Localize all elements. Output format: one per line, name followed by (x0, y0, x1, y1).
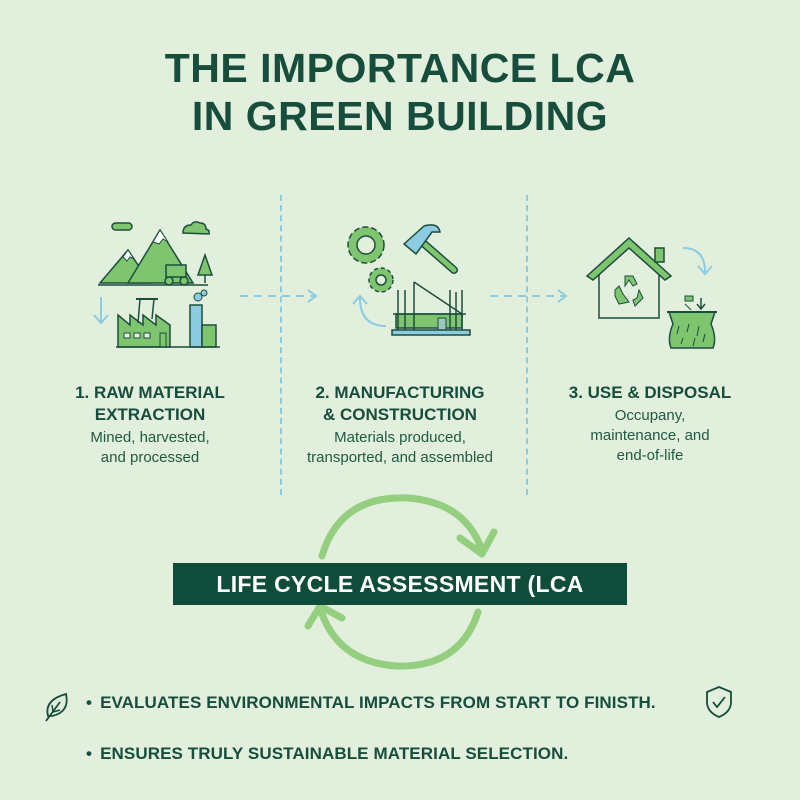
flow-arrow-2-icon (490, 289, 568, 303)
gears-hammer-construction-icon (347, 224, 471, 336)
shield-check-icon (706, 686, 732, 718)
step-2-description: Materials produced, transported, and ass… (287, 428, 513, 468)
leaf-icon (45, 692, 68, 722)
flow-arrow-1-icon (240, 289, 318, 303)
step-1-title: 1. RAW MATERIAL EXTRACTION (40, 382, 260, 426)
step-1-title-line-1: 1. RAW MATERIAL (75, 383, 225, 402)
title-line-1: THE IMPORTANCE LCA (164, 45, 636, 91)
bullet-dot: • (86, 744, 93, 763)
step-2-desc-line-2: transported, and assembled (307, 449, 493, 466)
bullet-2-text: ENSURES TRULY SUSTAINABLE MATERIAL SELEC… (100, 744, 569, 763)
lca-banner: LIFE CYCLE ASSESSMENT (LCA (173, 563, 627, 605)
step-1-description: Mined, harvested, and processed (40, 428, 260, 468)
step-1-desc-line-2: and processed (100, 449, 200, 466)
bullet-item-2: • ENSURES TRULY SUSTAINABLE MATERIAL SELE… (86, 743, 568, 765)
mountain-factory-icon (93, 221, 220, 348)
page-title: THE IMPORTANCE LCA IN GREEN BUILDING (0, 44, 800, 140)
step-2-title: 2. MANUFACTURING & CONSTRUCTION (287, 382, 513, 426)
bullet-dot: • (86, 693, 93, 712)
step-3-title: 3. USE & DISPOSAL (540, 382, 760, 404)
house-recycle-disposal-icon (585, 236, 717, 349)
step-1-desc-line-1: Mined, harvested, (90, 429, 210, 446)
divider-2 (526, 195, 528, 495)
bullet-1-text: EVALUATES ENVIRONMENTAL IMPACTS FROM STA… (100, 693, 656, 712)
step-1-title-line-2: EXTRACTION (94, 405, 206, 424)
step-2-title-line-1: 2. MANUFACTURING (315, 383, 485, 402)
divider-1 (280, 195, 282, 495)
step-3-title-line-1: 3. USE & DISPOSAL (568, 383, 732, 402)
step-2-desc-line-1: Materials produced, (334, 429, 466, 446)
step-2-title-line-2: & CONSTRUCTION (323, 405, 477, 424)
step-3-desc-line-2: maintenance, and (590, 427, 710, 444)
step-3-desc-line-1: Occupany, (614, 407, 686, 424)
step-3-description: Occupany, maintenance, and end-of-life (540, 406, 760, 466)
bullet-item-1: • EVALUATES ENVIRONMENTAL IMPACTS FROM ST… (86, 692, 656, 714)
cycle-arrows-icon (304, 494, 498, 670)
title-line-2: IN GREEN BUILDING (191, 93, 609, 139)
step-3-desc-line-3: end-of-life (616, 447, 684, 464)
